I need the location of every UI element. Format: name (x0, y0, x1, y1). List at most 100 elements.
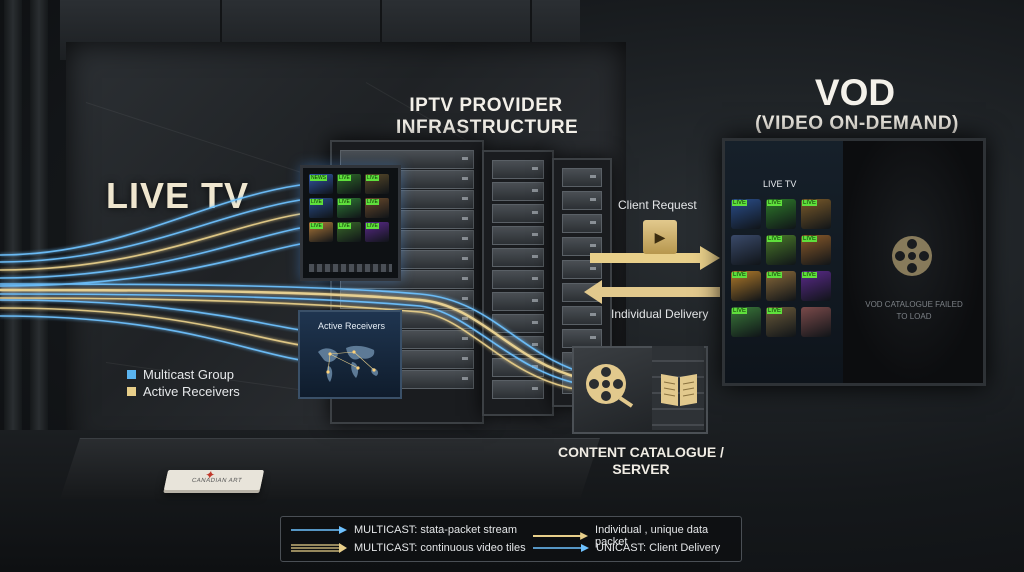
individual-delivery-label: Individual Delivery (611, 307, 709, 321)
client-request-label: Client Request (618, 198, 697, 212)
server-unit (492, 270, 544, 289)
world-map-icon (318, 345, 379, 382)
wall-legend-label: Multicast Group (143, 367, 235, 382)
live-badge: LIVE (767, 236, 783, 242)
server-unit (562, 168, 602, 187)
live-badge: LIVE (310, 199, 323, 205)
channel-tile: LIVE (365, 222, 389, 242)
multicast-stream-lines (0, 184, 581, 391)
live-badge: LIVE (802, 272, 818, 278)
tv-tile-grid: LIVE LIVE LIVE LIVE LIVE LIVE LIVE LIVE LIVE LIVE (731, 199, 831, 337)
receivers-title: Active Receivers (318, 321, 386, 331)
server-unit (562, 306, 602, 325)
legend-label: UNICAST: Client Delivery (596, 542, 721, 554)
unicast-sample (533, 544, 589, 552)
server-unit (492, 380, 544, 399)
live-tv-title: LIVE TV (106, 175, 250, 216)
channel-tile: LIVE (766, 271, 796, 301)
live-badge: NEWS (310, 175, 327, 181)
legend-item: UNICAST: Client Delivery (533, 542, 720, 554)
live-badge: LIVE (338, 199, 351, 205)
channel-tile: LIVE (801, 235, 831, 265)
play-film-icon: ▶ (643, 220, 677, 254)
live-badge: LIVE (767, 272, 783, 278)
live-channels-monitor: NEWS LIVE LIVE LIVE LIVE LIVE LIVE LIVE LIVE (300, 165, 401, 281)
wall-legend: Multicast Group Active Receivers (127, 366, 240, 400)
legend-label: MULTICAST: continuous video tiles (354, 542, 526, 554)
channel-tile: LIVE (337, 174, 361, 194)
monitor-control-bar (309, 264, 392, 272)
server-unit (492, 226, 544, 245)
channel-tile: LIVE (309, 198, 333, 218)
film-reel-icon (586, 364, 634, 408)
live-badge: LIVE (732, 200, 748, 206)
server-unit (562, 237, 602, 256)
live-badge: LIVE (310, 223, 323, 229)
channel-tile: LIVE (337, 222, 361, 242)
vod-catalogue-panel: VOD CATALOGUE FAILED TO LOAD (843, 141, 983, 383)
film-reel-icon (892, 236, 932, 276)
legend-label: Individual , unique data packet (595, 524, 709, 548)
live-badge: LIVE (802, 236, 818, 242)
server-unit (562, 260, 602, 279)
content-catalogue-title: CONTENT CATALOGUE / SERVER (558, 444, 724, 477)
live-badge: LIVE (767, 200, 783, 206)
channel-tile: LIVE (731, 307, 761, 337)
individual-packet-sample (533, 532, 589, 540)
channel-tile: LIVE (766, 235, 796, 265)
active-receivers-panel: Active Receivers (298, 310, 402, 399)
wall-legend-label: Active Receivers (143, 384, 240, 399)
live-badge: LIVE (732, 272, 748, 278)
server-unit (562, 214, 602, 233)
multicast-swatch (127, 370, 136, 379)
delivery-arrowhead (584, 280, 602, 304)
legend-item: MULTICAST: continuous video tiles (291, 542, 526, 554)
live-badge: LIVE (366, 175, 379, 181)
live-badge: LIVE (338, 223, 351, 229)
multicast-tiles-sample (291, 543, 347, 553)
legend-item: MULTICAST: stata-packet stream (291, 524, 517, 536)
wall-legend-item: Active Receivers (127, 383, 240, 400)
wall-legend-item: Multicast Group (127, 366, 240, 383)
channel-tile (801, 307, 831, 337)
server-unit (492, 182, 544, 201)
channel-tile: LIVE (766, 199, 796, 229)
live-badge: LIVE (732, 308, 748, 314)
channel-tile: LIVE (731, 271, 761, 301)
receivers-swatch (127, 387, 136, 396)
channel-tile: LIVE (337, 198, 361, 218)
live-badge: LIVE (366, 199, 379, 205)
server-unit (562, 191, 602, 210)
vod-error-message: VOD CATALOGUE FAILED TO LOAD (865, 300, 963, 321)
server-unit (340, 150, 474, 169)
live-badge: LIVE (767, 308, 783, 314)
channel-tile: LIVE (365, 174, 389, 194)
server-unit (492, 292, 544, 311)
vod-title: VOD (814, 72, 896, 113)
vod-subtitle: (VIDEO ON-DEMAND) (755, 113, 959, 134)
channel-tile: LIVE (309, 222, 333, 242)
monitor-tile-grid: NEWS LIVE LIVE LIVE LIVE LIVE LIVE LIVE LIVE (309, 174, 389, 242)
legend-item: Individual , unique data packet (533, 524, 741, 548)
channel-tile: LIVE (365, 198, 389, 218)
live-badge: LIVE (366, 223, 379, 229)
server-unit (492, 248, 544, 267)
channel-tile: NEWS (309, 174, 333, 194)
legend: MULTICAST: stata-packet stream Individua… (280, 516, 742, 562)
channel-tile: LIVE (801, 271, 831, 301)
legend-label: MULTICAST: stata-packet stream (354, 524, 518, 536)
channel-tile: LIVE (766, 307, 796, 337)
server-unit (492, 160, 544, 179)
live-badge: LIVE (338, 175, 351, 181)
channel-tile: LIVE (731, 199, 761, 229)
multicast-stream-sample (291, 526, 347, 534)
open-book-icon (661, 374, 697, 406)
server-unit (492, 204, 544, 223)
channel-tile: LIVE (801, 199, 831, 229)
request-arrowhead (700, 246, 720, 270)
iptv-title: IPTV PROVIDER INFRASTRUCTURE (396, 95, 579, 138)
